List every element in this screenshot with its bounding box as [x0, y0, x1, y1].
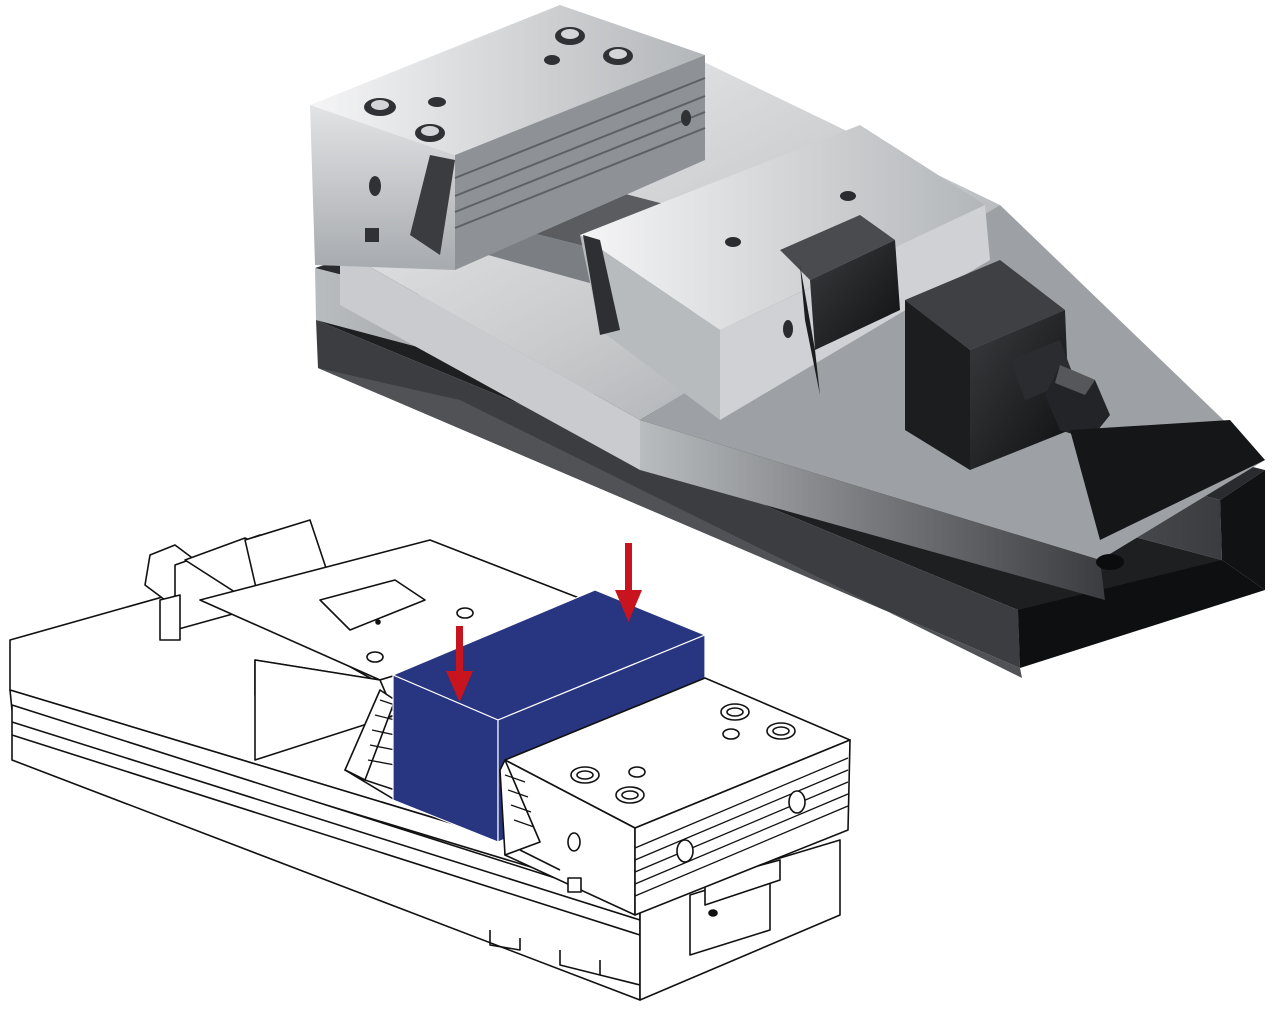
- vise-line-drawing-icon: [9, 519, 841, 1001]
- down-arrow-icon: [446, 543, 642, 702]
- fixed-jaw-drawing: [499, 677, 851, 916]
- vise-render-icon: [310, 5, 1265, 678]
